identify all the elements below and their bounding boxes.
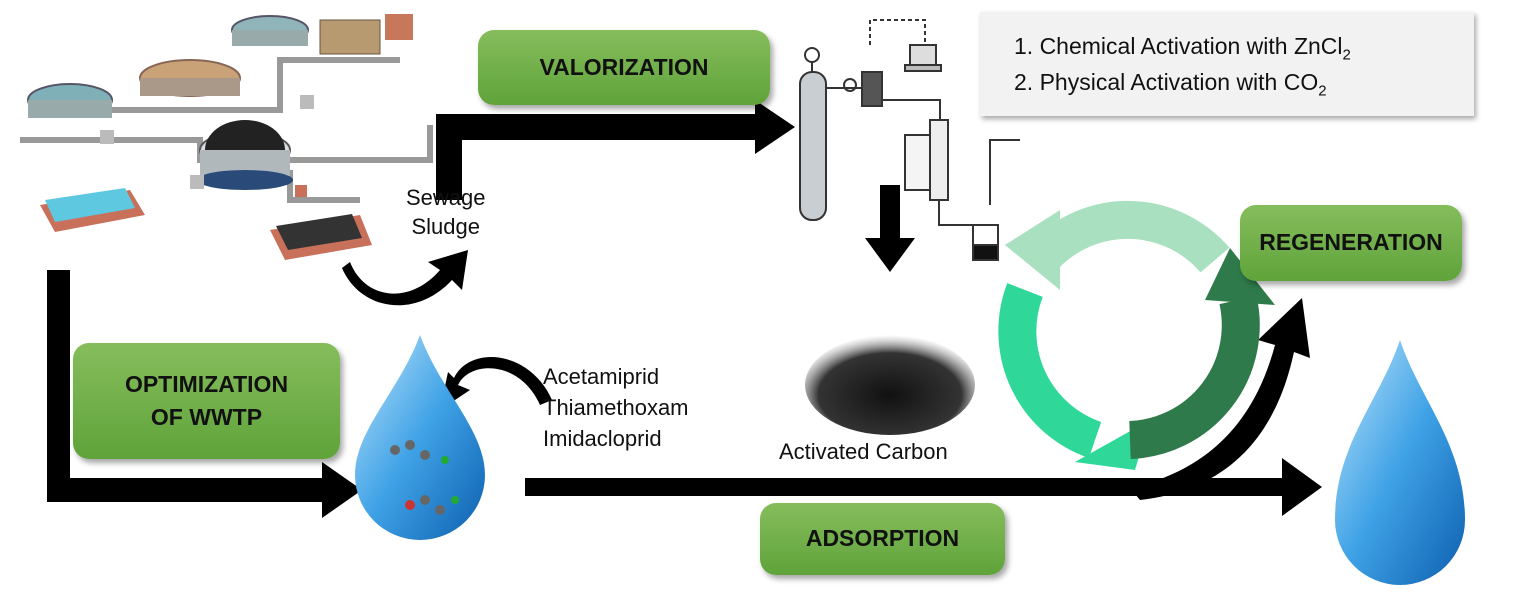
process-arrows <box>47 100 1322 518</box>
pesticide-list: Acetamiprid Thiamethoxam Imidacloprid <box>543 362 689 454</box>
activation-steps-box: 1. Chemical Activation with ZnCl2 2. Phy… <box>980 12 1474 116</box>
clean-water-drop <box>1335 340 1465 585</box>
sludge-curved-arrow <box>342 250 468 306</box>
optimization-line2: OF WWTP <box>150 404 263 430</box>
regeneration-branch-arrow <box>1130 298 1310 500</box>
valorization-label: VALORIZATION <box>478 30 770 105</box>
valorization-arrow <box>436 100 795 200</box>
pollutant-curved-arrow <box>440 357 552 410</box>
pesticide-item: Acetamiprid <box>543 364 660 389</box>
regeneration-cycle-arrows <box>998 200 1275 470</box>
wastewater-treatment-plant-illustration <box>20 14 433 260</box>
pesticide-item: Imidacloprid <box>543 425 662 451</box>
activation-apparatus-illustration <box>799 19 1020 261</box>
optimization-line1: OPTIMIZATION <box>124 370 289 397</box>
adsorption-arrow <box>525 458 1322 516</box>
carbon-down-arrow <box>865 185 915 272</box>
contaminated-water-drop <box>355 335 485 540</box>
activation-step-1: 1. Chemical Activation with ZnCl2 <box>1014 33 1351 64</box>
regeneration-label: REGENERATION <box>1240 205 1462 281</box>
optimization-arrow <box>47 270 362 518</box>
activated-carbon-label: Activated Carbon <box>779 439 948 464</box>
activation-step-2: 2. Physical Activation with CO2 <box>1014 69 1327 100</box>
adsorption-label: ADSORPTION <box>760 503 1005 575</box>
pesticide-item: Thiamethoxam <box>543 394 689 420</box>
sewage-sludge-label: Sewage Sludge <box>406 185 486 239</box>
pesticide-molecules <box>390 440 459 515</box>
activated-carbon-pile <box>805 335 975 435</box>
optimization-of-wwtp-label: OPTIMIZATION OF WWTP <box>73 343 340 459</box>
